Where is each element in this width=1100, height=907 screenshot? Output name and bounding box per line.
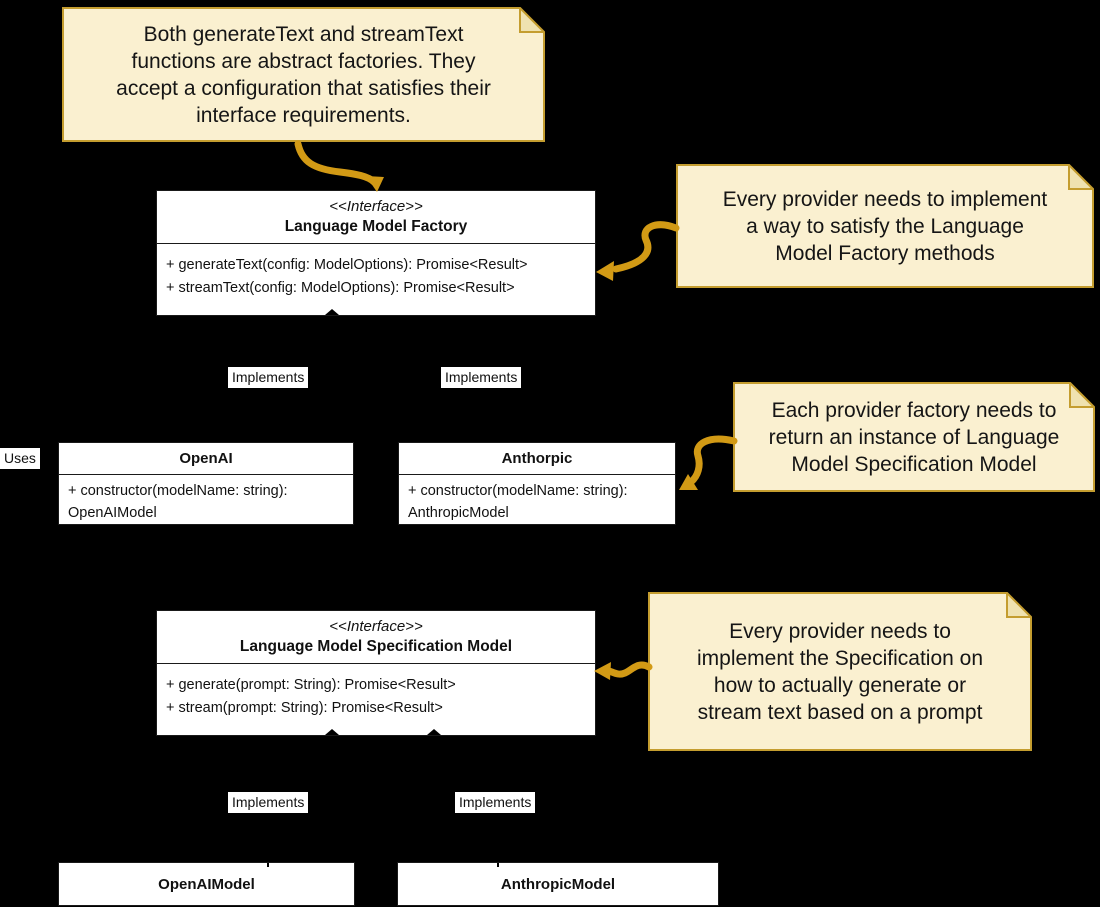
interface-methods: + generateText(config: ModelOptions): Pr… [157, 244, 595, 310]
note-fold-icon [519, 7, 545, 33]
interface-name: Language Model Factory [284, 218, 468, 235]
implements-arrowhead-notch [325, 729, 339, 735]
note-shape [62, 7, 545, 142]
annotation-arrow-note3 [679, 435, 738, 490]
interface-language-model-specification-model: <<Interface>> Language Model Specificati… [156, 610, 596, 736]
note-text: Both generateText and streamText functio… [116, 22, 491, 127]
note-fold-icon [1068, 164, 1094, 190]
edge-label-implements-openai: Implements [228, 363, 309, 392]
class-anthropic-model: AnthropicModel [397, 862, 719, 906]
note-fold-icon [1069, 382, 1095, 408]
interface-title: <<Interface>> Language Model Specificati… [157, 611, 595, 664]
interface-language-model-factory: <<Interface>> Language Model Factory + g… [156, 190, 596, 316]
class-methods: + constructor(modelName: string): OpenAI… [59, 475, 353, 529]
edge-label-implements-openai-model: Implements [228, 788, 309, 817]
interface-methods: + generate(prompt: String): Promise<Resu… [157, 664, 595, 730]
method-stream: + stream(prompt: String): Promise<Result… [166, 700, 443, 716]
method-stream-text: + streamText(config: ModelOptions): Prom… [166, 280, 515, 296]
note-text: Each provider factory needs to return an… [768, 398, 1060, 476]
method-constructor-return: AnthropicModel [408, 505, 509, 521]
class-openai: OpenAI + constructor(modelName: string):… [58, 442, 354, 525]
note-text: Every provider needs to implement the Sp… [697, 619, 983, 724]
note-provider-implement-factory: Every provider needs to implement a way … [676, 164, 1094, 288]
class-openai-model: OpenAIModel [58, 862, 355, 906]
note-shape [648, 592, 1032, 751]
annotation-arrow-note1 [294, 140, 384, 192]
edge-label-implements-anthropic: Implements [441, 363, 522, 392]
note-provider-implement-spec: Every provider needs to implement the Sp… [648, 592, 1032, 751]
method-constructor: + constructor(modelName: string): [408, 483, 628, 499]
connector-tick [497, 863, 499, 867]
note-abstract-factories: Both generateText and streamText functio… [62, 7, 545, 142]
annotation-arrow-note4 [594, 661, 653, 680]
implements-arrowhead-notch [325, 309, 339, 315]
method-generate: + generate(prompt: String): Promise<Resu… [166, 677, 456, 693]
annotation-arrow-note2 [596, 221, 680, 281]
method-generate-text: + generateText(config: ModelOptions): Pr… [166, 257, 528, 273]
note-fold-icon [1006, 592, 1032, 618]
note-factory-returns-spec: Each provider factory needs to return an… [733, 382, 1095, 492]
class-methods: + constructor(modelName: string): Anthro… [399, 475, 675, 529]
class-title: Anthorpic [399, 443, 675, 475]
connector-tick [267, 863, 269, 867]
note-shape [676, 164, 1094, 288]
interface-title: <<Interface>> Language Model Factory [157, 191, 595, 244]
edge-label-uses: Uses [0, 448, 40, 473]
interface-name: Language Model Specification Model [239, 638, 513, 655]
note-text: Every provider needs to implement a way … [722, 187, 1048, 265]
interface-stereotype: <<Interface>> [329, 618, 423, 635]
edge-label-implements-anthropic-model: Implements [455, 788, 536, 817]
method-constructor-return: OpenAIModel [68, 505, 157, 521]
method-constructor: + constructor(modelName: string): [68, 483, 288, 499]
class-anthropic: Anthorpic + constructor(modelName: strin… [398, 442, 676, 525]
interface-stereotype: <<Interface>> [329, 198, 423, 215]
implements-arrowhead-notch [427, 729, 441, 735]
class-title: OpenAI [59, 443, 353, 475]
